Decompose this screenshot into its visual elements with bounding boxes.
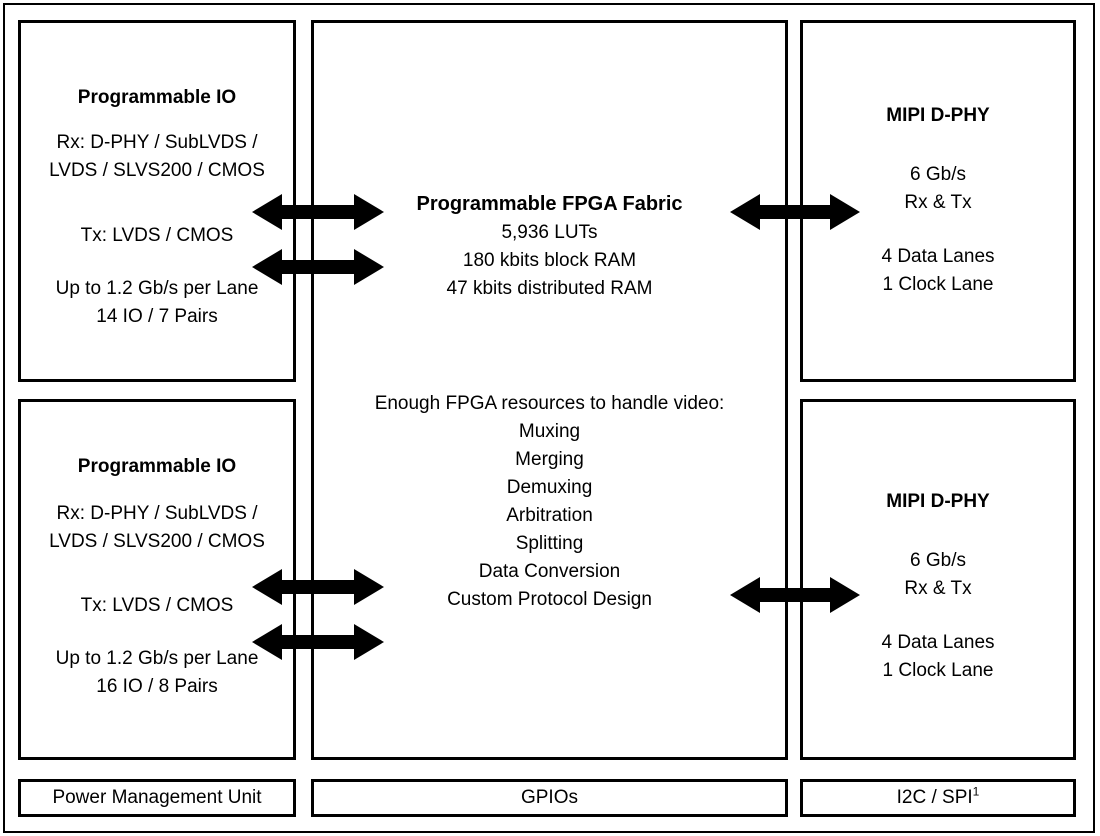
footer-label-interface-text: I2C / SPI — [896, 787, 973, 808]
block-fpga-fabric: Programmable FPGA Fabric 5,936 LUTs 180 … — [311, 20, 788, 760]
block-mipi-dphy-bottom: MIPI D-PHY 6 Gb/s Rx & Tx 4 Data Lanes 1… — [800, 399, 1076, 760]
block-title-fpga-fabric: Programmable FPGA Fabric — [416, 193, 683, 215]
arrow-top-left-to-fabric-lower — [252, 245, 384, 289]
block-text-tx-top-left: Tx: LVDS / CMOS — [80, 225, 234, 246]
outer-frame — [3, 3, 1095, 833]
block-text-rx-top-left: Rx: D-PHY / SubLVDS / LVDS / SLVS200 / C… — [49, 132, 265, 181]
block-text-resources-heading: Enough FPGA resources to handle video: — [374, 393, 725, 414]
block-title-mipi-dphy-bottom: MIPI D-PHY — [886, 491, 990, 512]
arrow-top-left-to-fabric-upper — [252, 190, 384, 234]
block-text-lanes-bottom-right: 4 Data Lanes 1 Clock Lane — [881, 632, 995, 681]
footer-footnote-marker: 1 — [972, 784, 980, 799]
arrow-fabric-to-mipi-top — [730, 190, 860, 234]
block-text-tx-bottom-left: Tx: LVDS / CMOS — [80, 595, 234, 616]
block-programmable-io-bottom: Programmable IO Rx: D-PHY / SubLVDS / LV… — [18, 399, 296, 760]
block-list-fpga-resources: Muxing Merging Demuxing Arbitration Spli… — [314, 418, 785, 614]
footer-gpios: GPIOs — [311, 779, 788, 817]
block-text-rx-bottom-left: Rx: D-PHY / SubLVDS / LVDS / SLVS200 / C… — [49, 503, 265, 552]
list-item: Demuxing — [506, 477, 593, 498]
arrow-fabric-to-mipi-bottom — [730, 573, 860, 617]
list-item: Data Conversion — [478, 561, 621, 582]
block-text-speed-top-right: 6 Gb/s Rx & Tx — [904, 164, 972, 213]
block-text-lanes-top-right: 4 Data Lanes 1 Clock Lane — [881, 246, 995, 295]
block-title-programmable-io-bottom: Programmable IO — [77, 456, 237, 477]
footer-label-gpios: GPIOs — [520, 787, 578, 808]
list-item: Custom Protocol Design — [447, 589, 652, 610]
list-item: Merging — [515, 449, 584, 470]
block-text-fabric-specs: 5,936 LUTs 180 kbits block RAM 47 kbits … — [446, 222, 653, 299]
block-programmable-io-top: Programmable IO Rx: D-PHY / SubLVDS / LV… — [18, 20, 296, 382]
footer-label-interface: I2C / SPI1 — [896, 784, 980, 809]
block-mipi-dphy-top: MIPI D-PHY 6 Gb/s Rx & Tx 4 Data Lanes 1… — [800, 20, 1076, 382]
block-text-rate-bottom-left: Up to 1.2 Gb/s per Lane 16 IO / 8 Pairs — [55, 648, 259, 697]
arrow-bottom-left-to-fabric-upper — [252, 565, 384, 609]
block-text-speed-bottom-right: 6 Gb/s Rx & Tx — [904, 550, 972, 599]
block-title-mipi-dphy-top: MIPI D-PHY — [886, 105, 990, 126]
block-title-programmable-io-top: Programmable IO — [77, 87, 237, 108]
list-item: Muxing — [518, 421, 581, 442]
block-text-rate-top-left: Up to 1.2 Gb/s per Lane 14 IO / 7 Pairs — [55, 278, 259, 327]
footer-i2c-spi: I2C / SPI1 — [800, 779, 1076, 817]
list-item: Splitting — [515, 533, 584, 554]
list-item: Arbitration — [506, 505, 593, 526]
arrow-bottom-left-to-fabric-lower — [252, 620, 384, 664]
footer-power-management-unit: Power Management Unit — [18, 779, 296, 817]
footer-label-power: Power Management Unit — [52, 787, 262, 808]
